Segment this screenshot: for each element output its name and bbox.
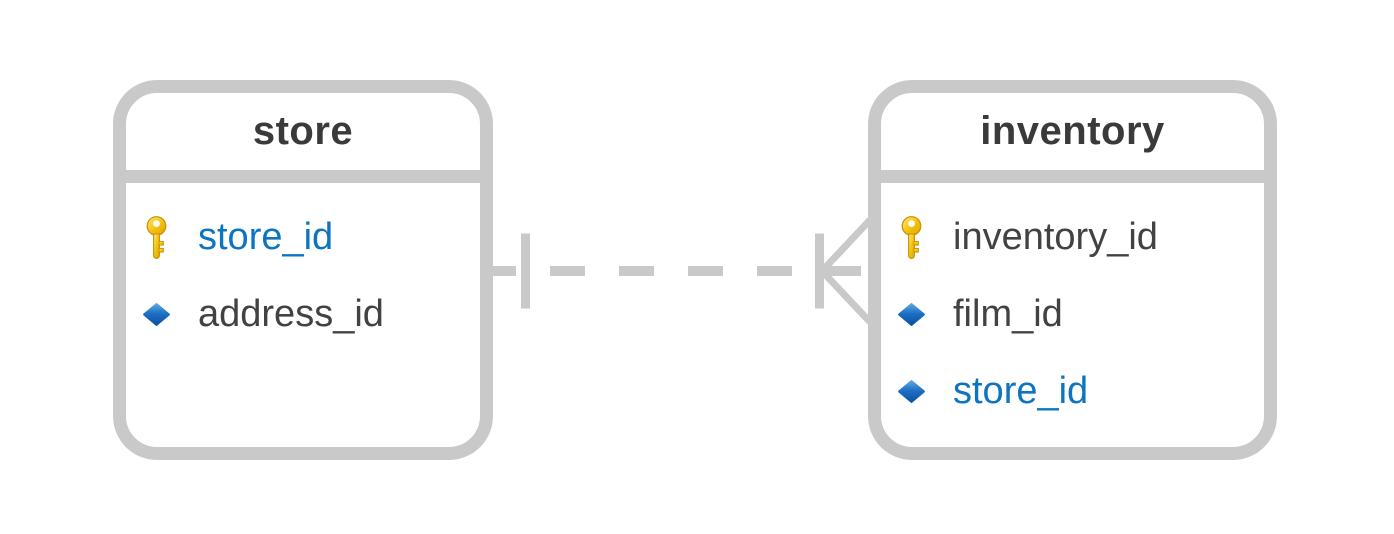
- column-label: store_id: [198, 216, 334, 258]
- many-cardinality-bar: [815, 233, 824, 309]
- table-inventory-header: inventory: [881, 93, 1264, 170]
- column-row-inventory-id[interactable]: inventory_id: [881, 199, 1264, 276]
- header-separator: [126, 170, 480, 183]
- header-separator: [881, 170, 1264, 183]
- column-label: store_id: [953, 370, 1089, 412]
- diamond-icon: [143, 303, 170, 326]
- crow-foot-lower-prong: [819, 268, 873, 325]
- column-row-store-id[interactable]: store_id: [126, 199, 480, 276]
- relationship-line: [493, 217, 873, 325]
- primary-key-icon: [898, 215, 925, 260]
- table-store-title: store: [252, 109, 354, 153]
- column-row-address-id[interactable]: address_id: [126, 276, 480, 353]
- table-store-header: store: [126, 93, 480, 170]
- diamond-icon: [898, 303, 925, 326]
- diamond-icon: [898, 380, 925, 403]
- table-inventory-title: inventory: [980, 109, 1165, 153]
- column-label: address_id: [198, 293, 384, 335]
- table-store-columns: store_id address_id: [126, 183, 480, 353]
- table-store[interactable]: store store_id: [113, 80, 493, 460]
- one-cardinality-bar: [521, 233, 530, 309]
- column-row-film-id[interactable]: film_id: [881, 276, 1264, 353]
- column-row-store-id[interactable]: store_id: [881, 353, 1264, 430]
- table-inventory-columns: inventory_id film_id store_id: [881, 183, 1264, 430]
- table-inventory[interactable]: inventory inventory_id: [868, 80, 1277, 460]
- column-label: film_id: [953, 293, 1063, 335]
- primary-key-icon: [143, 215, 170, 260]
- crow-foot-upper-prong: [819, 217, 873, 274]
- column-label: inventory_id: [953, 216, 1158, 258]
